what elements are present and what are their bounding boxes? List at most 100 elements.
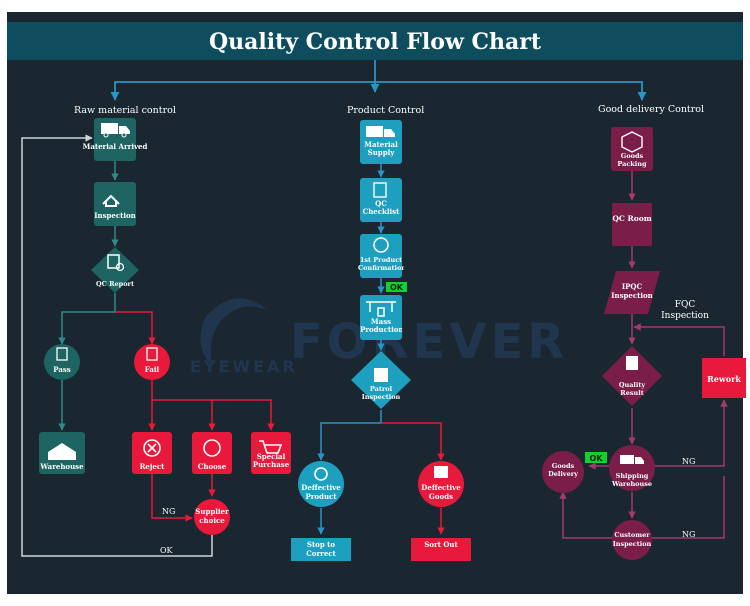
- title-banner: [7, 22, 743, 60]
- medal-icon: [373, 237, 389, 253]
- warehouse-icon: [48, 443, 76, 460]
- node-material-supply: Material Supply: [360, 120, 402, 164]
- node-customer-inspection: Customer Inspection: [612, 520, 652, 560]
- package-icon: [621, 131, 643, 153]
- node-special-purchase-label: Special Purchase: [252, 453, 290, 469]
- truck-icon: [101, 123, 130, 138]
- magnifier-icon: [115, 262, 125, 272]
- section-product-label: Product Control: [347, 105, 424, 116]
- node-quality-result: Quality Result: [602, 346, 662, 406]
- node-deffective-goods-label: Deffective Goods: [421, 484, 461, 501]
- watermark-sub: EYEWEAR: [190, 357, 298, 376]
- node-mass-production-label: Mass Production: [360, 318, 402, 334]
- node-patrol-inspection: Patrol Inspection: [351, 351, 411, 409]
- node-supplier-choice-label: Supplier choice: [195, 508, 229, 525]
- delivery-ok-badge: [585, 452, 607, 463]
- node-first-product-label: 1st Product Confirmation: [358, 256, 404, 272]
- report-icon: [107, 254, 120, 269]
- node-sort-out: Sort Out: [411, 538, 471, 561]
- node-rework-label: Rework: [707, 374, 741, 384]
- section-delivery-label: Good delivery Control: [598, 104, 704, 115]
- product-ok-badge: [386, 282, 407, 292]
- node-material-arrived: Material Arrived: [83, 118, 148, 161]
- node-sort-out-label: Sort Out: [424, 540, 458, 549]
- node-stop-to-correct-label: Stop to Correct: [306, 540, 336, 558]
- node-pass: Pass: [44, 344, 80, 380]
- node-ipqc-inspection-label: IPQC Inspection: [611, 282, 653, 300]
- node-qc-checklist: QC Checklist: [360, 178, 402, 222]
- node-goods-packing-label: Goods Packing: [617, 153, 647, 168]
- node-patrol-inspection-label: Patrol Inspection: [361, 385, 401, 401]
- delivery-ng-upper-label: NG: [682, 457, 695, 466]
- inspection-icon: [102, 194, 120, 207]
- node-mass-production: Mass Production: [360, 295, 402, 340]
- node-reject-label: Reject: [140, 462, 166, 471]
- checklist-doc-icon: [373, 182, 387, 198]
- node-reject: Reject: [132, 432, 172, 474]
- node-warehouse: Warehouse: [39, 432, 85, 474]
- node-special-purchase: Special Purchase: [251, 432, 291, 474]
- node-customer-inspection-label: Customer Inspection: [612, 531, 652, 548]
- fail-checklist-icon: [146, 347, 158, 361]
- node-raw-inspection-label: Inspection: [94, 211, 136, 220]
- node-rework: Rework: [702, 358, 746, 398]
- node-stop-to-correct: Stop to Correct: [291, 538, 351, 561]
- node-qc-room: QC Room: [612, 203, 652, 246]
- shipping-truck-icon: [620, 455, 644, 464]
- raw-connectors: [58, 161, 119, 431]
- product-red-connectors: [381, 422, 445, 535]
- node-warehouse-label: Warehouse: [39, 462, 84, 471]
- node-goods-delivery: Goods Delivery: [542, 451, 584, 493]
- delivery-ng-lower-label: NG: [682, 530, 695, 539]
- node-raw-inspection: Inspection: [94, 182, 136, 226]
- cart-icon: [259, 440, 283, 454]
- checklist-icon: [56, 347, 68, 361]
- node-quality-result-label: Quality Result: [618, 381, 646, 397]
- choose-icon: [203, 439, 221, 457]
- gear-icon: [314, 467, 328, 481]
- page-title: Quality Control Flow Chart: [209, 29, 542, 55]
- supply-truck-icon: [366, 126, 395, 137]
- node-material-supply-label: Material Supply: [364, 141, 398, 157]
- broken-box-icon: [434, 466, 448, 478]
- node-deffective-product: Deffective Product: [298, 461, 344, 507]
- section-raw-label: Raw material control: [74, 105, 176, 116]
- raw-ng-label: NG: [162, 507, 175, 516]
- node-choose-label: Choose: [198, 462, 227, 471]
- node-choose: Choose: [192, 432, 232, 474]
- patrol-icon: [374, 368, 388, 382]
- node-fail: Fail: [134, 344, 170, 380]
- node-pass-label: Pass: [53, 365, 71, 374]
- node-qc-report-label: QC Report: [96, 280, 134, 288]
- node-shipping-warehouse: Shipping Warehouse: [609, 445, 655, 491]
- node-first-product: 1st Product Confirmation: [358, 234, 404, 278]
- raw-ok-label: OK: [160, 546, 174, 555]
- result-doc-icon: [626, 356, 638, 370]
- watermark-brand: FOREVER: [290, 314, 568, 370]
- watermark-logo-icon: [200, 298, 267, 366]
- node-ipqc-inspection: IPQC Inspection: [604, 271, 660, 314]
- node-qc-room-label: QC Room: [612, 214, 652, 223]
- node-deffective-product-label: Deffective Product: [301, 484, 341, 501]
- raw-loop-connector: [21, 134, 213, 557]
- watermark: EYEWEAR FOREVER: [190, 298, 568, 376]
- product-connectors: [317, 164, 385, 535]
- product-ok-badge-text: OK: [390, 283, 404, 292]
- node-fail-label: Fail: [145, 365, 160, 374]
- node-supplier-choice: Supplier choice: [194, 499, 230, 535]
- factory-icon: [366, 301, 396, 317]
- fqc-inspection-label: FQC Inspection: [661, 300, 709, 321]
- reject-x-icon: [143, 439, 161, 457]
- node-shipping-warehouse-label: Shipping Warehouse: [611, 472, 653, 488]
- delivery-connectors: [559, 171, 728, 539]
- node-qc-checklist-label: QC Checklist: [362, 200, 400, 216]
- node-material-arrived-label: Material Arrived: [83, 142, 148, 151]
- node-deffective-goods: Deffective Goods: [418, 461, 464, 507]
- node-goods-packing: Goods Packing: [611, 127, 653, 171]
- delivery-ok-badge-text: OK: [590, 454, 604, 463]
- node-goods-delivery-label: Goods Delivery: [548, 462, 578, 478]
- top-connectors: [110, 60, 647, 101]
- node-qc-report: QC Report: [91, 247, 139, 293]
- raw-fail-connectors: [115, 311, 275, 522]
